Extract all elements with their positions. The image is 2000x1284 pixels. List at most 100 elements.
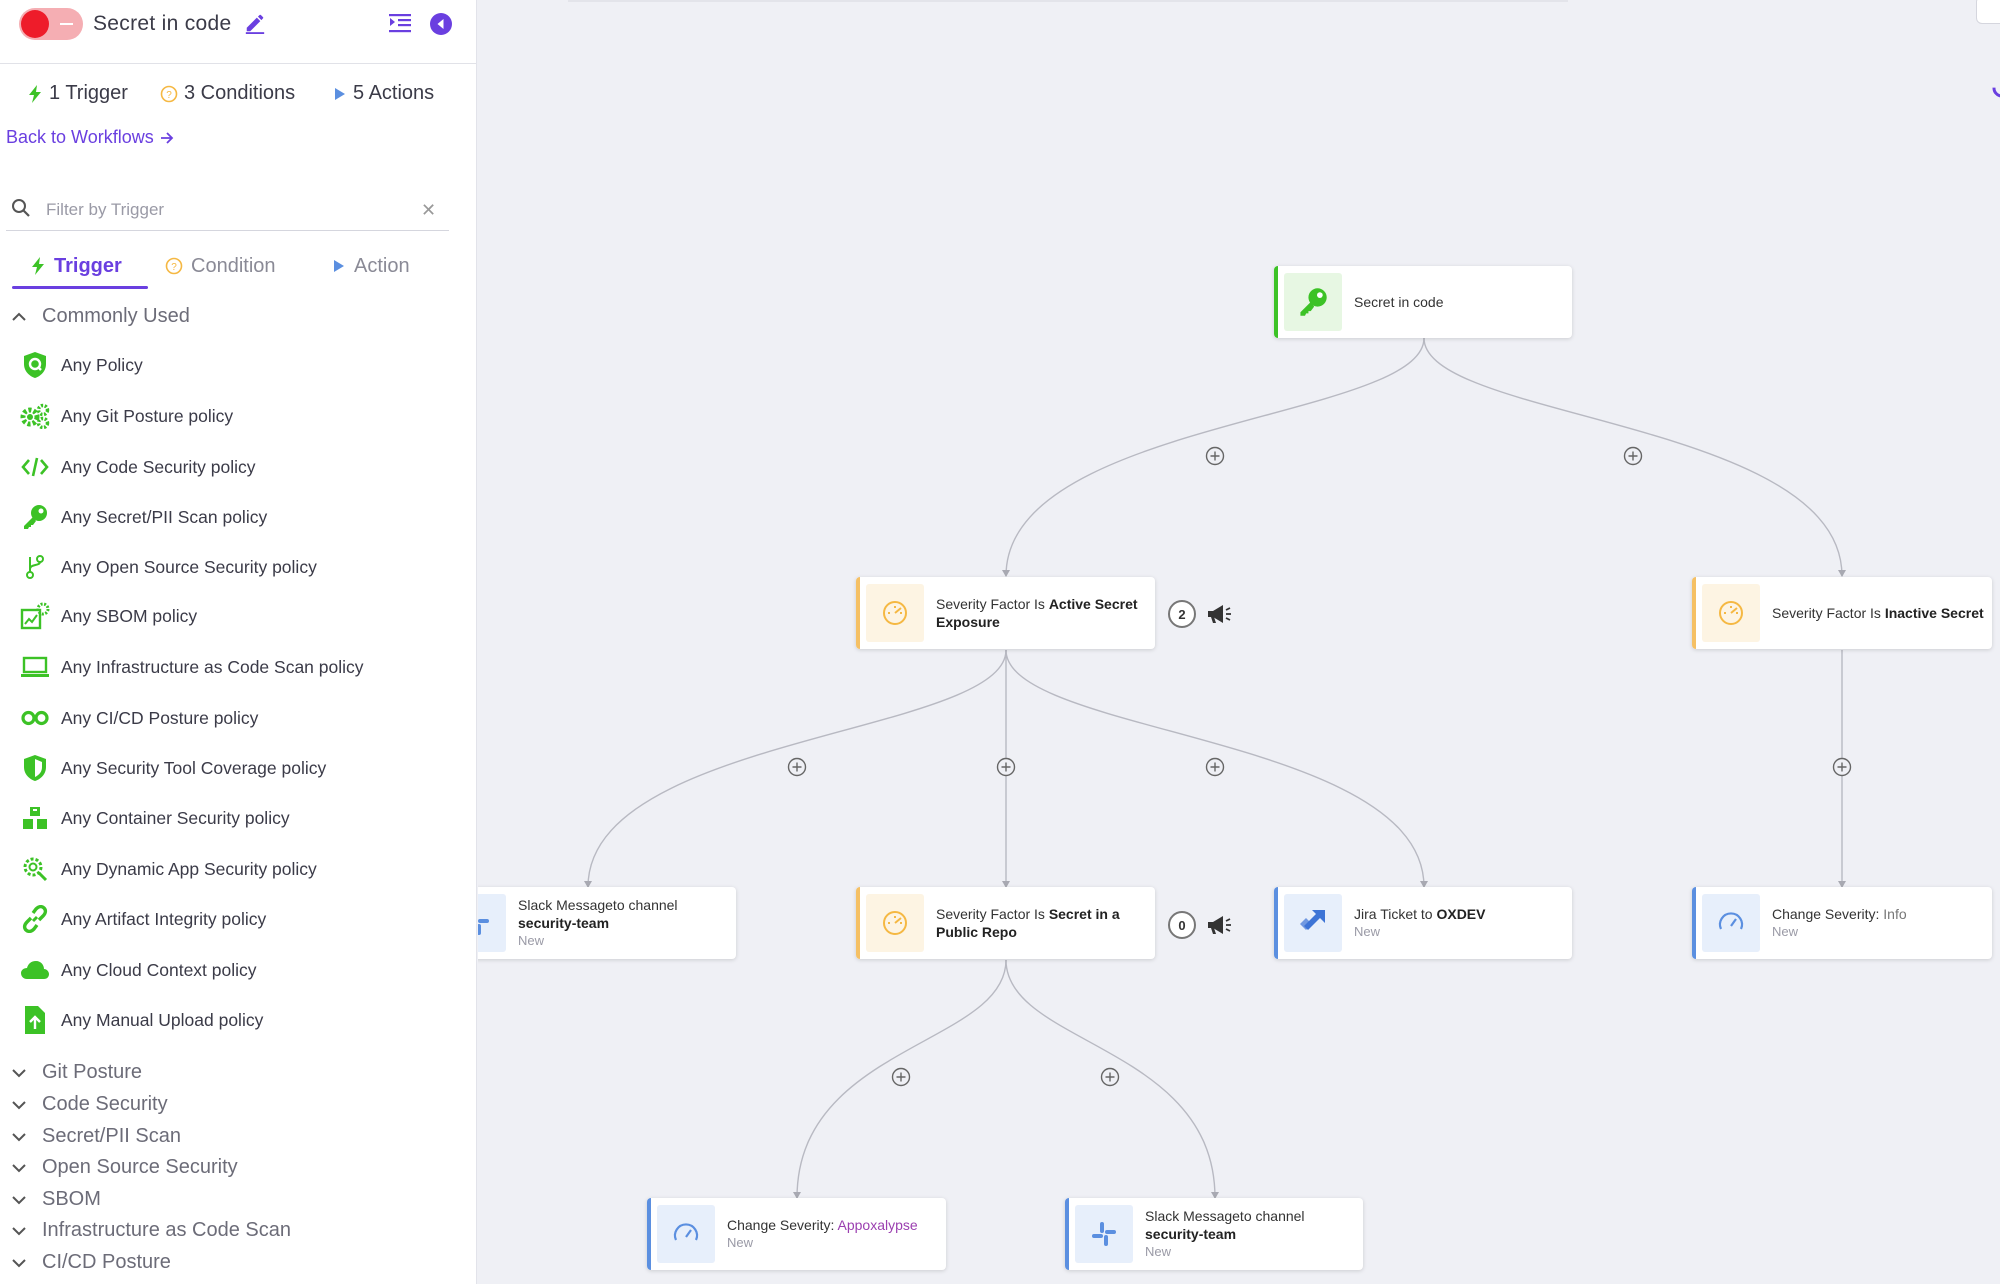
megaphone-icon[interactable] xyxy=(1206,914,1232,936)
add-step-plus-icon[interactable] xyxy=(1100,1067,1120,1087)
arrowhead xyxy=(793,1192,801,1199)
trigger-item-sbom[interactable]: Any SBOM policy xyxy=(20,598,197,634)
trigger-item-iac[interactable]: Any Infrastructure as Code Scan policy xyxy=(20,649,364,685)
action-node-jira-ticket[interactable]: Jira Ticket to OXDEV New xyxy=(1274,887,1572,959)
condition-node-active-secret-exposure[interactable]: Severity Factor Is Active Secret Exposur… xyxy=(856,577,1155,649)
node-label-prefix: Severity Factor Is xyxy=(1772,605,1885,621)
svg-text:?: ? xyxy=(171,262,177,273)
palette-tabs: Trigger ? Condition Action xyxy=(10,242,450,290)
node-status: New xyxy=(518,933,545,948)
sidebar-header: Secret in code xyxy=(0,0,476,64)
trigger-node-secret-in-code[interactable]: Secret in code xyxy=(1274,266,1572,338)
trigger-item-container[interactable]: Any Container Security policy xyxy=(20,800,290,836)
collapse-sidebar-icon[interactable] xyxy=(430,13,452,35)
tab-action[interactable]: Action xyxy=(332,242,410,290)
category-secret-pii[interactable]: Secret/PII Scan xyxy=(10,1125,181,1148)
node-accent-bar xyxy=(1274,887,1278,959)
trigger-item-cloud[interactable]: Any Cloud Context policy xyxy=(20,952,257,988)
indent-list-icon[interactable] xyxy=(388,13,412,35)
policy-shield-icon xyxy=(20,350,50,380)
toggle-off-dash xyxy=(60,23,73,25)
category-cicd[interactable]: CI/CD Posture xyxy=(10,1251,171,1274)
node-status: New xyxy=(1145,1244,1172,1259)
slack-icon xyxy=(1075,1205,1133,1263)
code-icon xyxy=(20,452,50,482)
trigger-item-security-tool[interactable]: Any Security Tool Coverage policy xyxy=(20,750,326,786)
chevron-down-icon xyxy=(12,1195,26,1204)
megaphone-icon[interactable] xyxy=(1206,603,1232,625)
tab-trigger[interactable]: Trigger xyxy=(30,242,122,290)
trigger-item-cicd[interactable]: Any CI/CD Posture policy xyxy=(20,700,258,736)
item-label: Any CI/CD Posture policy xyxy=(61,707,259,728)
item-label: Any Code Security policy xyxy=(61,456,256,477)
add-step-plus-icon[interactable] xyxy=(1623,446,1643,466)
infinity-icon xyxy=(20,703,50,733)
workflow-enabled-toggle[interactable] xyxy=(19,8,83,40)
edge-public-to-appox xyxy=(796,959,1007,1199)
add-step-plus-icon[interactable] xyxy=(1832,757,1852,777)
condition-node-inactive-secret[interactable]: Severity Factor Is Inactive Secret xyxy=(1692,577,1992,649)
workflow-sidebar: Secret in code 1 Trigger ? 3 Conditions xyxy=(0,0,477,1284)
back-link-label: Back to Workflows xyxy=(6,127,154,147)
tab-condition[interactable]: ? Condition xyxy=(165,242,276,290)
category-open-source[interactable]: Open Source Security xyxy=(10,1156,238,1179)
chevron-down-icon xyxy=(12,1226,26,1235)
trigger-item-any-policy[interactable]: Any Policy xyxy=(20,347,143,383)
gauge-icon xyxy=(1702,584,1760,642)
arrowhead xyxy=(1838,570,1846,577)
category-iac[interactable]: Infrastructure as Code Scan xyxy=(10,1219,291,1242)
action-node-slack-message-2[interactable]: Slack Messageto channel security-team Ne… xyxy=(1065,1198,1363,1270)
workflow-canvas[interactable]: Secret in code Severity Factor Is Active… xyxy=(478,0,2000,1284)
edit-pencil-icon[interactable] xyxy=(244,12,266,34)
back-to-workflows-link[interactable]: Back to Workflows xyxy=(6,127,174,148)
action-node-change-severity-appoxalypse[interactable]: Change Severity: Appoxalypse New xyxy=(647,1198,946,1270)
node-label-prefix: Jira Ticket to xyxy=(1354,906,1437,922)
workflow-title: Secret in code xyxy=(93,12,232,35)
trigger-item-open-source[interactable]: Any Open Source Security policy xyxy=(20,549,317,585)
node-label-value: Active Secret Exposure xyxy=(936,596,1138,630)
chevron-down-icon xyxy=(12,1132,26,1141)
condition-count-badge[interactable]: 2 xyxy=(1168,600,1196,628)
category-git-posture[interactable]: Git Posture xyxy=(10,1061,142,1084)
add-step-plus-icon[interactable] xyxy=(996,757,1016,777)
category-code-security[interactable]: Code Security xyxy=(10,1093,168,1116)
trigger-item-manual-upload[interactable]: Any Manual Upload policy xyxy=(20,1002,263,1038)
trigger-item-secret-pii[interactable]: Any Secret/PII Scan policy xyxy=(20,499,267,535)
condition-node-public-repo[interactable]: Severity Factor Is Secret in a Public Re… xyxy=(856,887,1155,959)
node-label-value: security-team xyxy=(1145,1226,1237,1242)
trigger-item-git-posture[interactable]: Any Git Posture policy xyxy=(20,398,233,434)
tab-condition-label: Condition xyxy=(191,254,276,277)
search-icon xyxy=(12,199,30,217)
add-step-plus-icon[interactable] xyxy=(1205,757,1225,777)
shield-icon xyxy=(20,753,50,783)
key-icon xyxy=(1284,273,1342,331)
condition-count-label: 3 Conditions xyxy=(184,82,296,104)
trigger-item-dynamic-app[interactable]: Any Dynamic App Security policy xyxy=(20,851,317,887)
commonly-used-section[interactable]: Commonly Used xyxy=(10,305,190,328)
clear-filter-icon[interactable]: ✕ xyxy=(421,200,437,220)
node-status: New xyxy=(1354,924,1381,939)
laptop-icon xyxy=(20,652,50,682)
category-label: SBOM xyxy=(42,1188,101,1210)
boxes-icon xyxy=(20,803,50,833)
filter-input[interactable] xyxy=(46,197,406,223)
canvas-side-tab[interactable] xyxy=(1976,0,2000,24)
action-node-slack-message[interactable]: Slack Messageto channel security-team Ne… xyxy=(478,887,736,959)
add-step-plus-icon[interactable] xyxy=(1205,446,1225,466)
gears-icon xyxy=(20,401,50,431)
search-gear-icon xyxy=(20,854,50,884)
condition-count-badge[interactable]: 0 xyxy=(1168,911,1196,939)
item-label: Any Dynamic App Security policy xyxy=(61,858,317,879)
category-label: Open Source Security xyxy=(42,1156,238,1178)
node-label-prefix: Change Severity: xyxy=(1772,906,1884,922)
add-step-plus-icon[interactable] xyxy=(787,757,807,777)
add-step-plus-icon[interactable] xyxy=(891,1067,911,1087)
trigger-item-artifact[interactable]: Any Artifact Integrity policy xyxy=(20,901,266,937)
question-circle-icon: ? xyxy=(160,85,178,102)
action-node-change-severity-info[interactable]: Change Severity: Info New xyxy=(1692,887,1992,959)
node-accent-bar xyxy=(1065,1198,1069,1270)
category-sbom[interactable]: SBOM xyxy=(10,1188,101,1211)
key-icon xyxy=(20,502,50,532)
trigger-item-code-security[interactable]: Any Code Security policy xyxy=(20,449,256,485)
item-label: Any Security Tool Coverage policy xyxy=(61,757,327,778)
